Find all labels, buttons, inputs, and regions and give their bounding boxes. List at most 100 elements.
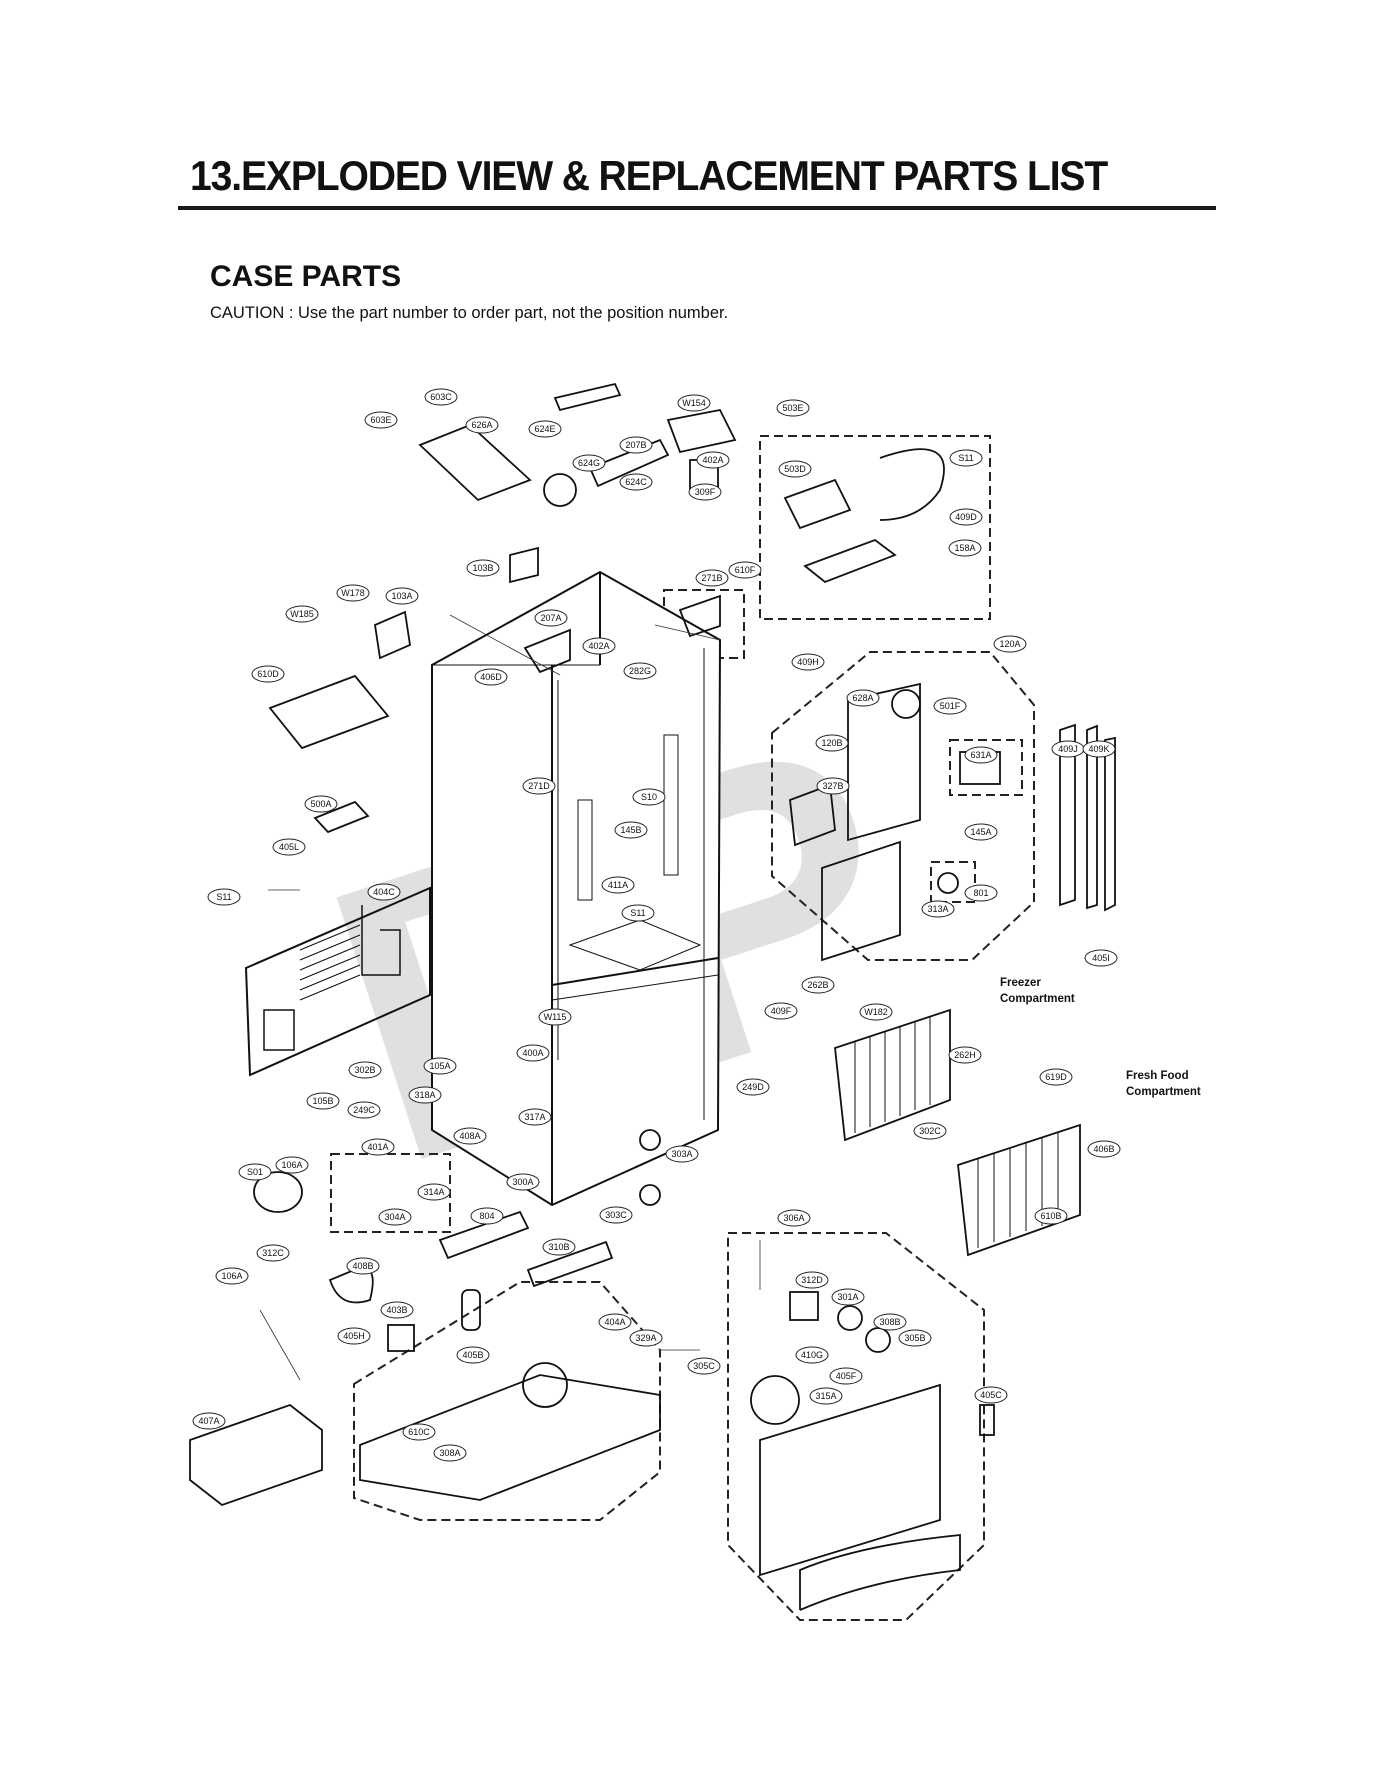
callout-label: 303C: [605, 1210, 627, 1220]
callout-306a: 306A: [777, 1209, 811, 1227]
callout-label: 503E: [782, 403, 803, 413]
callout-ellipse: [795, 1346, 829, 1364]
callout-label: 405H: [343, 1331, 365, 1341]
callout-411a: 411A: [601, 876, 635, 894]
callout-label: 804: [479, 1211, 494, 1221]
callout-ellipse: [367, 883, 401, 901]
callout-ellipse: [809, 1387, 843, 1405]
callout-624c: 624C: [619, 473, 653, 491]
callout-ellipse: [408, 1086, 442, 1104]
callout-405l: 405L: [272, 838, 306, 856]
callout-label: 318A: [414, 1090, 435, 1100]
group-box-610b: [727, 1232, 985, 1621]
callout-ellipse: [736, 1078, 770, 1096]
callout-402a: 402A: [582, 637, 616, 655]
callout-label: S11: [216, 892, 231, 902]
callout-label: 305B: [904, 1333, 925, 1343]
callout-310b: 310B: [542, 1238, 576, 1256]
callout-label: 402A: [588, 641, 609, 651]
callout-610d: 610D: [251, 665, 285, 683]
callout-301a: 301A: [831, 1288, 865, 1306]
callout-label: 626A: [471, 420, 492, 430]
callout-label: 631A: [970, 750, 991, 760]
callout-249c: 249C: [347, 1101, 381, 1119]
callout-ellipse: [974, 1386, 1008, 1404]
callout-label: 405L: [279, 842, 299, 852]
callout-label: 619D: [1045, 1072, 1067, 1082]
callout-ellipse: [251, 665, 285, 683]
callout-410g: 410G: [795, 1346, 829, 1364]
callout-ellipse: [272, 838, 306, 856]
callout-ellipse: [831, 1288, 865, 1306]
callout-label: S10: [641, 792, 657, 802]
callout-label: 145B: [620, 825, 641, 835]
callout-label: 120A: [999, 639, 1020, 649]
callout-label: 207B: [625, 440, 646, 450]
callout-501f: 501F: [933, 697, 967, 715]
callout-ellipse: [506, 1173, 540, 1191]
callout-ellipse: [364, 411, 398, 429]
callout-label: 500A: [310, 799, 331, 809]
callout-label: 610D: [257, 669, 279, 679]
callout-409k: 409K: [1082, 740, 1116, 758]
callout-label: S01: [247, 1167, 263, 1177]
callout-ellipse: [424, 388, 458, 406]
callout-label: W178: [341, 588, 365, 598]
callout-ellipse: [582, 637, 616, 655]
callout-label: W185: [290, 609, 314, 619]
callout-103b: 103B: [466, 559, 500, 577]
callout-262h: 262H: [948, 1046, 982, 1064]
callout-ellipse: [695, 569, 729, 587]
callout-ellipse: [696, 451, 730, 469]
callout-ellipse: [385, 587, 419, 605]
callout-ellipse: [619, 436, 653, 454]
callout-s11: S11: [621, 904, 655, 922]
callout-ellipse: [632, 788, 666, 806]
callout-ellipse: [948, 539, 982, 557]
title-rule: [178, 206, 1216, 210]
callout-120b: 120B: [815, 734, 849, 752]
callout-w115: W115: [538, 1008, 572, 1026]
callout-308a: 308A: [433, 1444, 467, 1462]
callout-label: 158A: [954, 543, 975, 553]
callout-ellipse: [336, 584, 370, 602]
callout-801: 801: [964, 884, 998, 902]
callout-ellipse: [778, 460, 812, 478]
callout-ellipse: [417, 1183, 451, 1201]
callout-ellipse: [337, 1327, 371, 1345]
callout-ellipse: [465, 416, 499, 434]
callout-label: 262H: [954, 1050, 976, 1060]
callout-ellipse: [238, 1163, 272, 1181]
callout-304a: 304A: [378, 1208, 412, 1226]
callout-label: 310B: [548, 1242, 569, 1252]
callout-label: 624E: [534, 424, 555, 434]
callout-s10: S10: [632, 788, 666, 806]
evaporators: [834, 1008, 1081, 1257]
callout-404c: 404C: [367, 883, 401, 901]
callout-804: 804: [470, 1207, 504, 1225]
callout-503d: 503D: [778, 460, 812, 478]
callout-303c: 303C: [599, 1206, 633, 1224]
callout-315a: 315A: [809, 1387, 843, 1405]
callout-409d: 409D: [949, 508, 983, 526]
callout-409h: 409H: [791, 653, 825, 671]
callout-404a: 404A: [598, 1313, 632, 1331]
callout-ellipse: [522, 777, 556, 795]
callout-ellipse: [801, 976, 835, 994]
callout-624g: 624G: [572, 454, 606, 472]
callout-305c: 305C: [687, 1357, 721, 1375]
callout-label: 402A: [702, 455, 723, 465]
callout-610b: 610B: [1034, 1207, 1068, 1225]
callout-249d: 249D: [736, 1078, 770, 1096]
callout-label: 406B: [1093, 1144, 1114, 1154]
callout-label: 401A: [367, 1142, 388, 1152]
callout-207b: 207B: [619, 436, 653, 454]
callout-ellipse: [453, 1127, 487, 1145]
callout-label: 405I: [1092, 953, 1110, 963]
callout-ellipse: [215, 1267, 249, 1285]
callout-label: 409K: [1088, 744, 1109, 754]
callout-label: 308A: [439, 1448, 460, 1458]
callout-ellipse: [949, 508, 983, 526]
callout-ellipse: [1084, 949, 1118, 967]
